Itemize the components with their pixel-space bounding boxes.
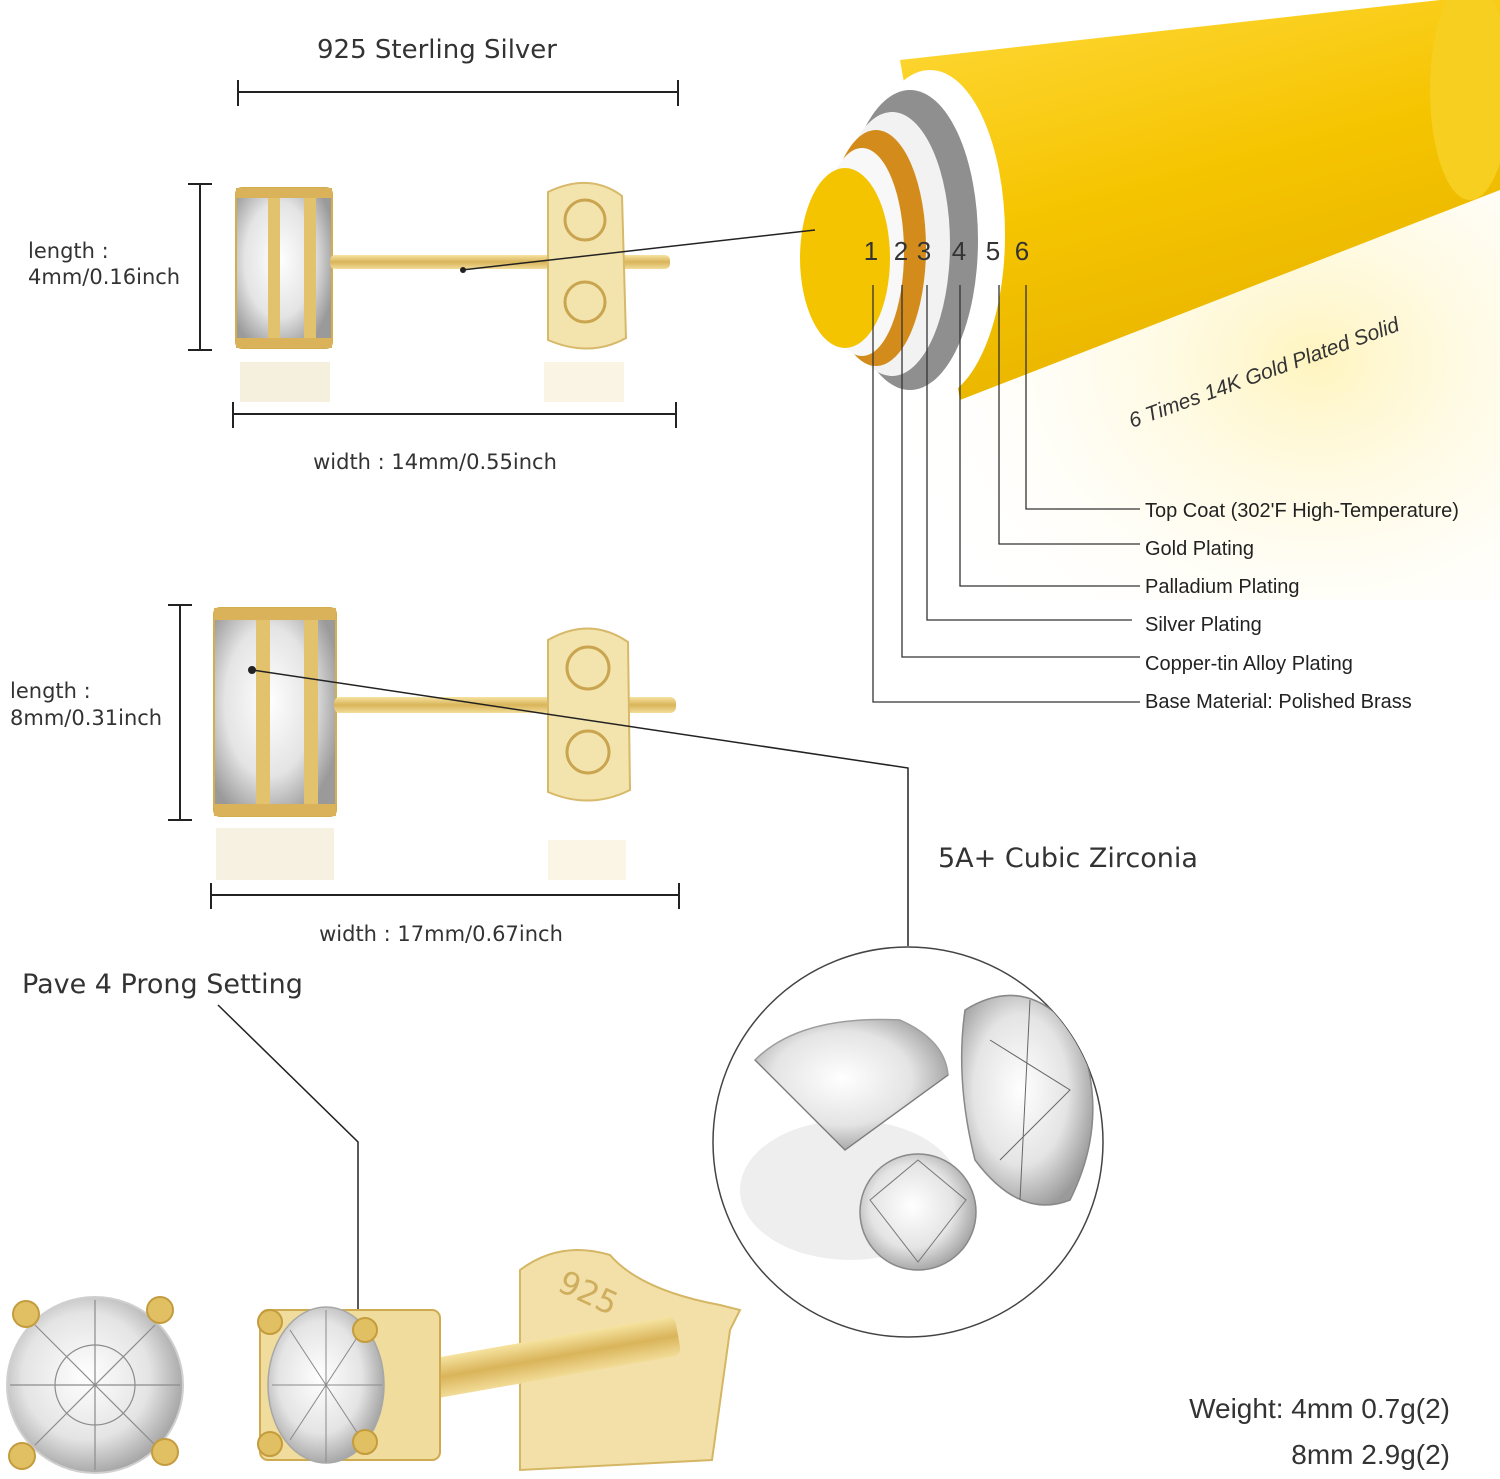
layer-number-5: 5 (986, 236, 1000, 266)
length-value-large: 8mm/0.31inch (10, 706, 162, 730)
setting-label: Pave 4 Prong Setting (22, 969, 303, 1000)
layer-label-palladium-plating: Palladium Plating (1145, 576, 1300, 598)
layer-label-top-coat: Top Coat (302'F High-Temperature) (1145, 500, 1459, 522)
material-label: 925 Sterling Silver (317, 35, 557, 65)
layer-label-silver-plating: Silver Plating (1145, 614, 1262, 636)
width-label-small: width : 14mm/0.55inch (313, 450, 557, 474)
stud-front-view (6, 1296, 184, 1474)
weight-line-1: Weight: 4mm 0.7g(2) (1189, 1393, 1450, 1424)
top-dimension-bar (237, 80, 679, 106)
zirconia-closeup (712, 946, 1104, 1338)
layer-number-2: 2 (894, 236, 908, 266)
length-label-small: length : (28, 239, 109, 263)
width-dimension-bar-large (210, 883, 680, 909)
layer-number-1: 1 (864, 236, 878, 266)
weight-line-2: 8mm 2.9g(2) (1291, 1439, 1450, 1470)
earring-small-group: 925 Sterling Silver length : 4mm/0.16inc… (28, 35, 679, 474)
width-label-large: width : 17mm/0.67inch (319, 922, 563, 946)
width-dimension-bar-small (232, 402, 677, 428)
earring-large-group: length : 8mm/0.31inch width : 17mm/0.67i… (10, 604, 909, 946)
stud-large-illustration (213, 607, 676, 880)
length-dimension-bar-large (168, 604, 192, 821)
length-label-large: length : (10, 679, 91, 703)
zirconia-leader-line (251, 669, 909, 946)
layer-number-4: 4 (952, 236, 966, 266)
layer-number-3: 3 (917, 236, 931, 266)
stud-side-view: 925 (257, 1249, 742, 1472)
plating-cross-section: 6 Times 14K Gold Plated Solid 1 2 3 4 5 … (460, 0, 1500, 713)
layer-label-copper-tin: Copper-tin Alloy Plating (1145, 653, 1353, 675)
layer-number-6: 6 (1015, 236, 1029, 266)
layer-label-base-material: Base Material: Polished Brass (1145, 691, 1412, 713)
stud-small-illustration (235, 182, 670, 402)
setting-leader-line (217, 1004, 359, 1330)
layer-label-gold-plating: Gold Plating (1145, 538, 1254, 560)
length-dimension-bar-small (188, 183, 212, 351)
stone-label: 5A+ Cubic Zirconia (938, 843, 1198, 874)
layer-leader-lines (872, 285, 1140, 703)
length-value-small: 4mm/0.16inch (28, 265, 180, 289)
